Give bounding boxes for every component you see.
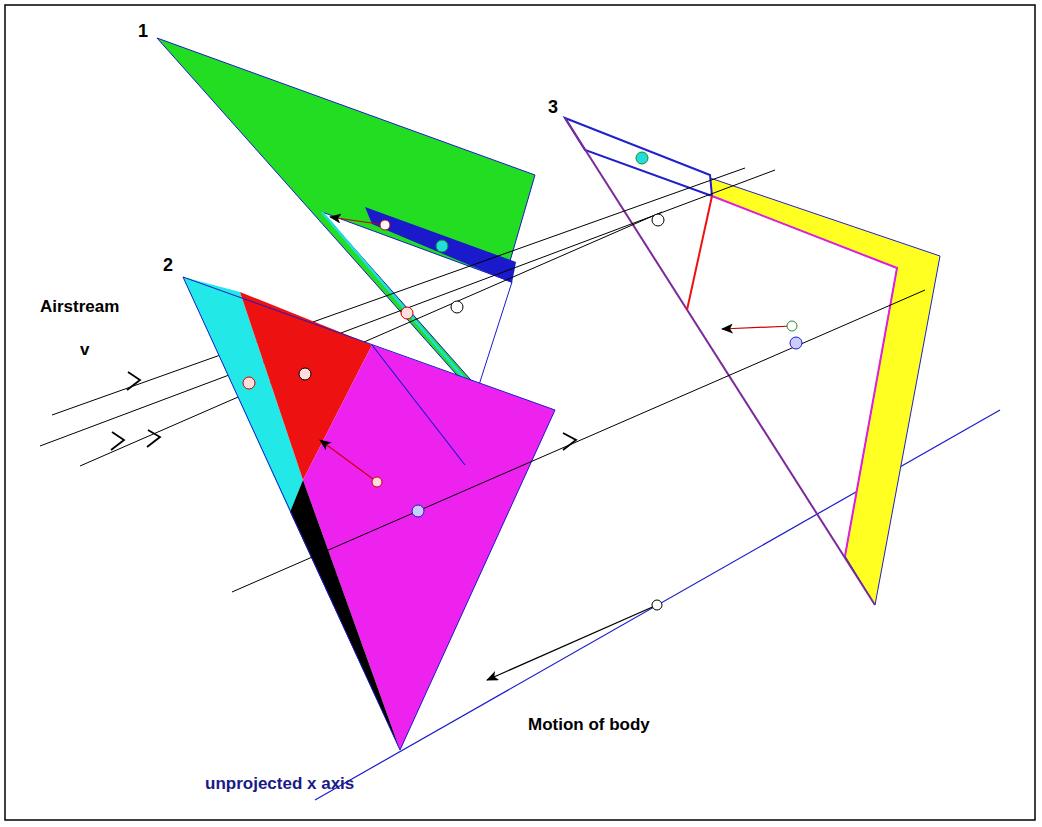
- axis-label: unprojected x axis: [205, 775, 354, 794]
- marker-circle: [451, 301, 463, 313]
- frame: [5, 5, 1035, 820]
- callout-number: 3: [548, 98, 558, 118]
- airstream-lines: [232, 290, 925, 592]
- marker-circle: [401, 307, 413, 319]
- marker-circle: [790, 337, 802, 349]
- callout-number: 2: [163, 256, 173, 276]
- marker-circle: [652, 214, 664, 226]
- marker-circle: [652, 600, 662, 610]
- panel-3: [565, 118, 940, 605]
- marker-circle: [412, 505, 424, 517]
- marker-circle: [636, 152, 648, 164]
- airstream-label: Airstream: [40, 298, 119, 317]
- marker-circle: [436, 240, 448, 252]
- velocity-symbol: v: [80, 341, 89, 360]
- callout-number: 1: [138, 22, 148, 42]
- motion-label: Motion of body: [528, 716, 650, 735]
- motion-arrow: [487, 605, 657, 680]
- panel-2: [183, 277, 555, 750]
